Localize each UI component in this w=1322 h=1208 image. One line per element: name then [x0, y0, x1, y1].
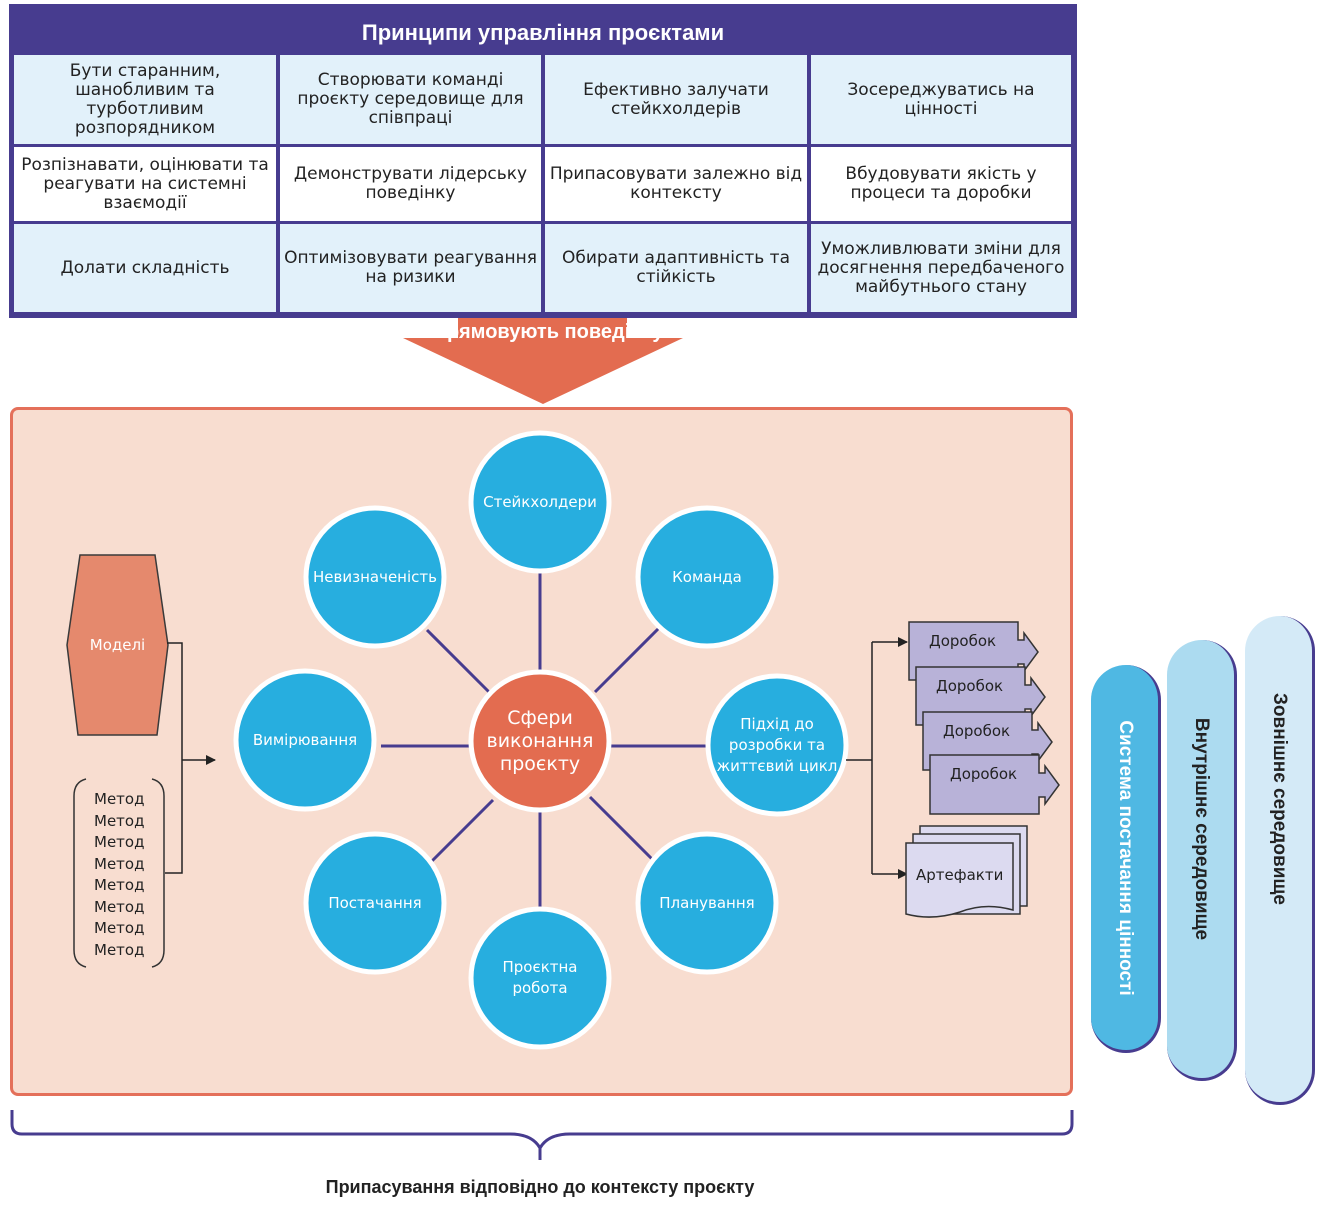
- external-environment-pill: Зовнішнє середовище: [1245, 616, 1315, 1105]
- domain-planning-label: Планування: [659, 893, 755, 912]
- spoke-bottom-right: [588, 795, 656, 863]
- arrow-label: Спрямовують поведінку: [420, 321, 664, 343]
- principle-cell: Демонструвати лідерську поведінку: [280, 147, 541, 221]
- domain-circle-measurement: [233, 668, 377, 812]
- center-domain-label: Сфери виконання проєкту: [486, 706, 594, 775]
- domain-development-approach-label: Підхід до розробки та життєвий цикл: [716, 714, 838, 775]
- methods-right-bracket: [151, 778, 165, 968]
- deliverable-shape: [929, 754, 1060, 815]
- spoke-bottom-left: [429, 798, 495, 864]
- domain-circle-uncertainty: [303, 505, 447, 649]
- principle-cell: Ефективно залучати стейкхолдерів: [545, 55, 807, 144]
- method-item: Метод: [94, 941, 145, 959]
- value-delivery-system-label: Система постачання цінності: [1114, 719, 1136, 996]
- principles-title: Принципи управління проєктами: [361, 20, 725, 45]
- external-environment-label: Зовнішнє середовище: [1268, 693, 1290, 905]
- methods-left-bracket: [73, 778, 87, 968]
- deliverable-label: Доробок: [936, 677, 1004, 695]
- principle-cell: Долати складність: [14, 224, 276, 312]
- domain-circle-planning: [635, 831, 779, 975]
- principle-cell: Бути старанним, шанобливим та турботливи…: [14, 55, 276, 144]
- deliverable-label: Доробок: [943, 722, 1011, 740]
- models-label: Моделі: [89, 635, 146, 654]
- method-item: Метод: [94, 833, 145, 851]
- domain-stakeholders-label: Стейкхолдери: [483, 492, 597, 511]
- method-item: Метод: [94, 790, 145, 808]
- method-item: Метод: [94, 876, 145, 894]
- value-delivery-system-pill: Система постачання цінності: [1091, 665, 1161, 1053]
- domain-uncertainty-label: Невизначеність: [313, 567, 437, 586]
- principle-cell: Обирати адаптивність та стійкість: [545, 224, 807, 312]
- principle-cell: Припасовувати залежно від контексту: [545, 147, 807, 221]
- artifacts-label: Артефакти: [916, 866, 1004, 884]
- principle-cell: Вбудовувати якість у процеси та доробки: [811, 147, 1071, 221]
- domain-circle-project-work: [468, 906, 612, 1050]
- principle-cell: Оптимізовувати реагування на ризики: [280, 224, 541, 312]
- internal-environment-pill: Внутрішнє середовище: [1167, 640, 1237, 1081]
- method-item: Метод: [94, 919, 145, 937]
- spoke-connectors: [381, 572, 707, 908]
- method-item: Метод: [94, 898, 145, 916]
- deliverable-label: Доробок: [950, 765, 1018, 783]
- principle-cell: Зосереджуватись на цінності: [811, 55, 1071, 144]
- spoke-top-right: [593, 626, 661, 694]
- domain-measurement-label: Вимірювання: [252, 730, 358, 749]
- domain-circle-stakeholders: [468, 430, 612, 574]
- artifact-page-front: [905, 842, 1014, 918]
- domain-team-label: Команда: [672, 567, 742, 586]
- domain-circle-delivery: [303, 831, 447, 975]
- spoke-top-left: [425, 628, 491, 694]
- domain-circle-development-approach: [705, 673, 849, 817]
- tailoring-brace: [10, 1110, 1074, 1152]
- principles-table: Принципи управління проєктами Бути стара…: [9, 4, 1077, 318]
- center-circle: [468, 669, 612, 813]
- internal-environment-label: Внутрішнє середовище: [1190, 717, 1212, 941]
- method-item: Метод: [94, 855, 145, 873]
- principle-cell: Розпізнавати, оцінювати та реагувати на …: [14, 147, 276, 221]
- tailoring-label: Припасування відповідно до контексту про…: [325, 1177, 755, 1197]
- down-arrow-icon: [403, 318, 683, 404]
- domain-circle-team: [635, 505, 779, 649]
- models-methods-connector: [165, 642, 183, 874]
- deliverable-label: Доробок: [929, 632, 997, 650]
- principle-cell: Уможливлювати зміни для досягнення перед…: [811, 224, 1071, 312]
- domain-delivery-label: Постачання: [328, 893, 422, 912]
- domain-project-work-label: Проєктна робота: [502, 958, 578, 997]
- principle-cell: Створювати команді проєкту середовище дл…: [280, 55, 541, 144]
- models-hexagon-icon: [66, 554, 169, 736]
- method-item: Метод: [94, 812, 145, 830]
